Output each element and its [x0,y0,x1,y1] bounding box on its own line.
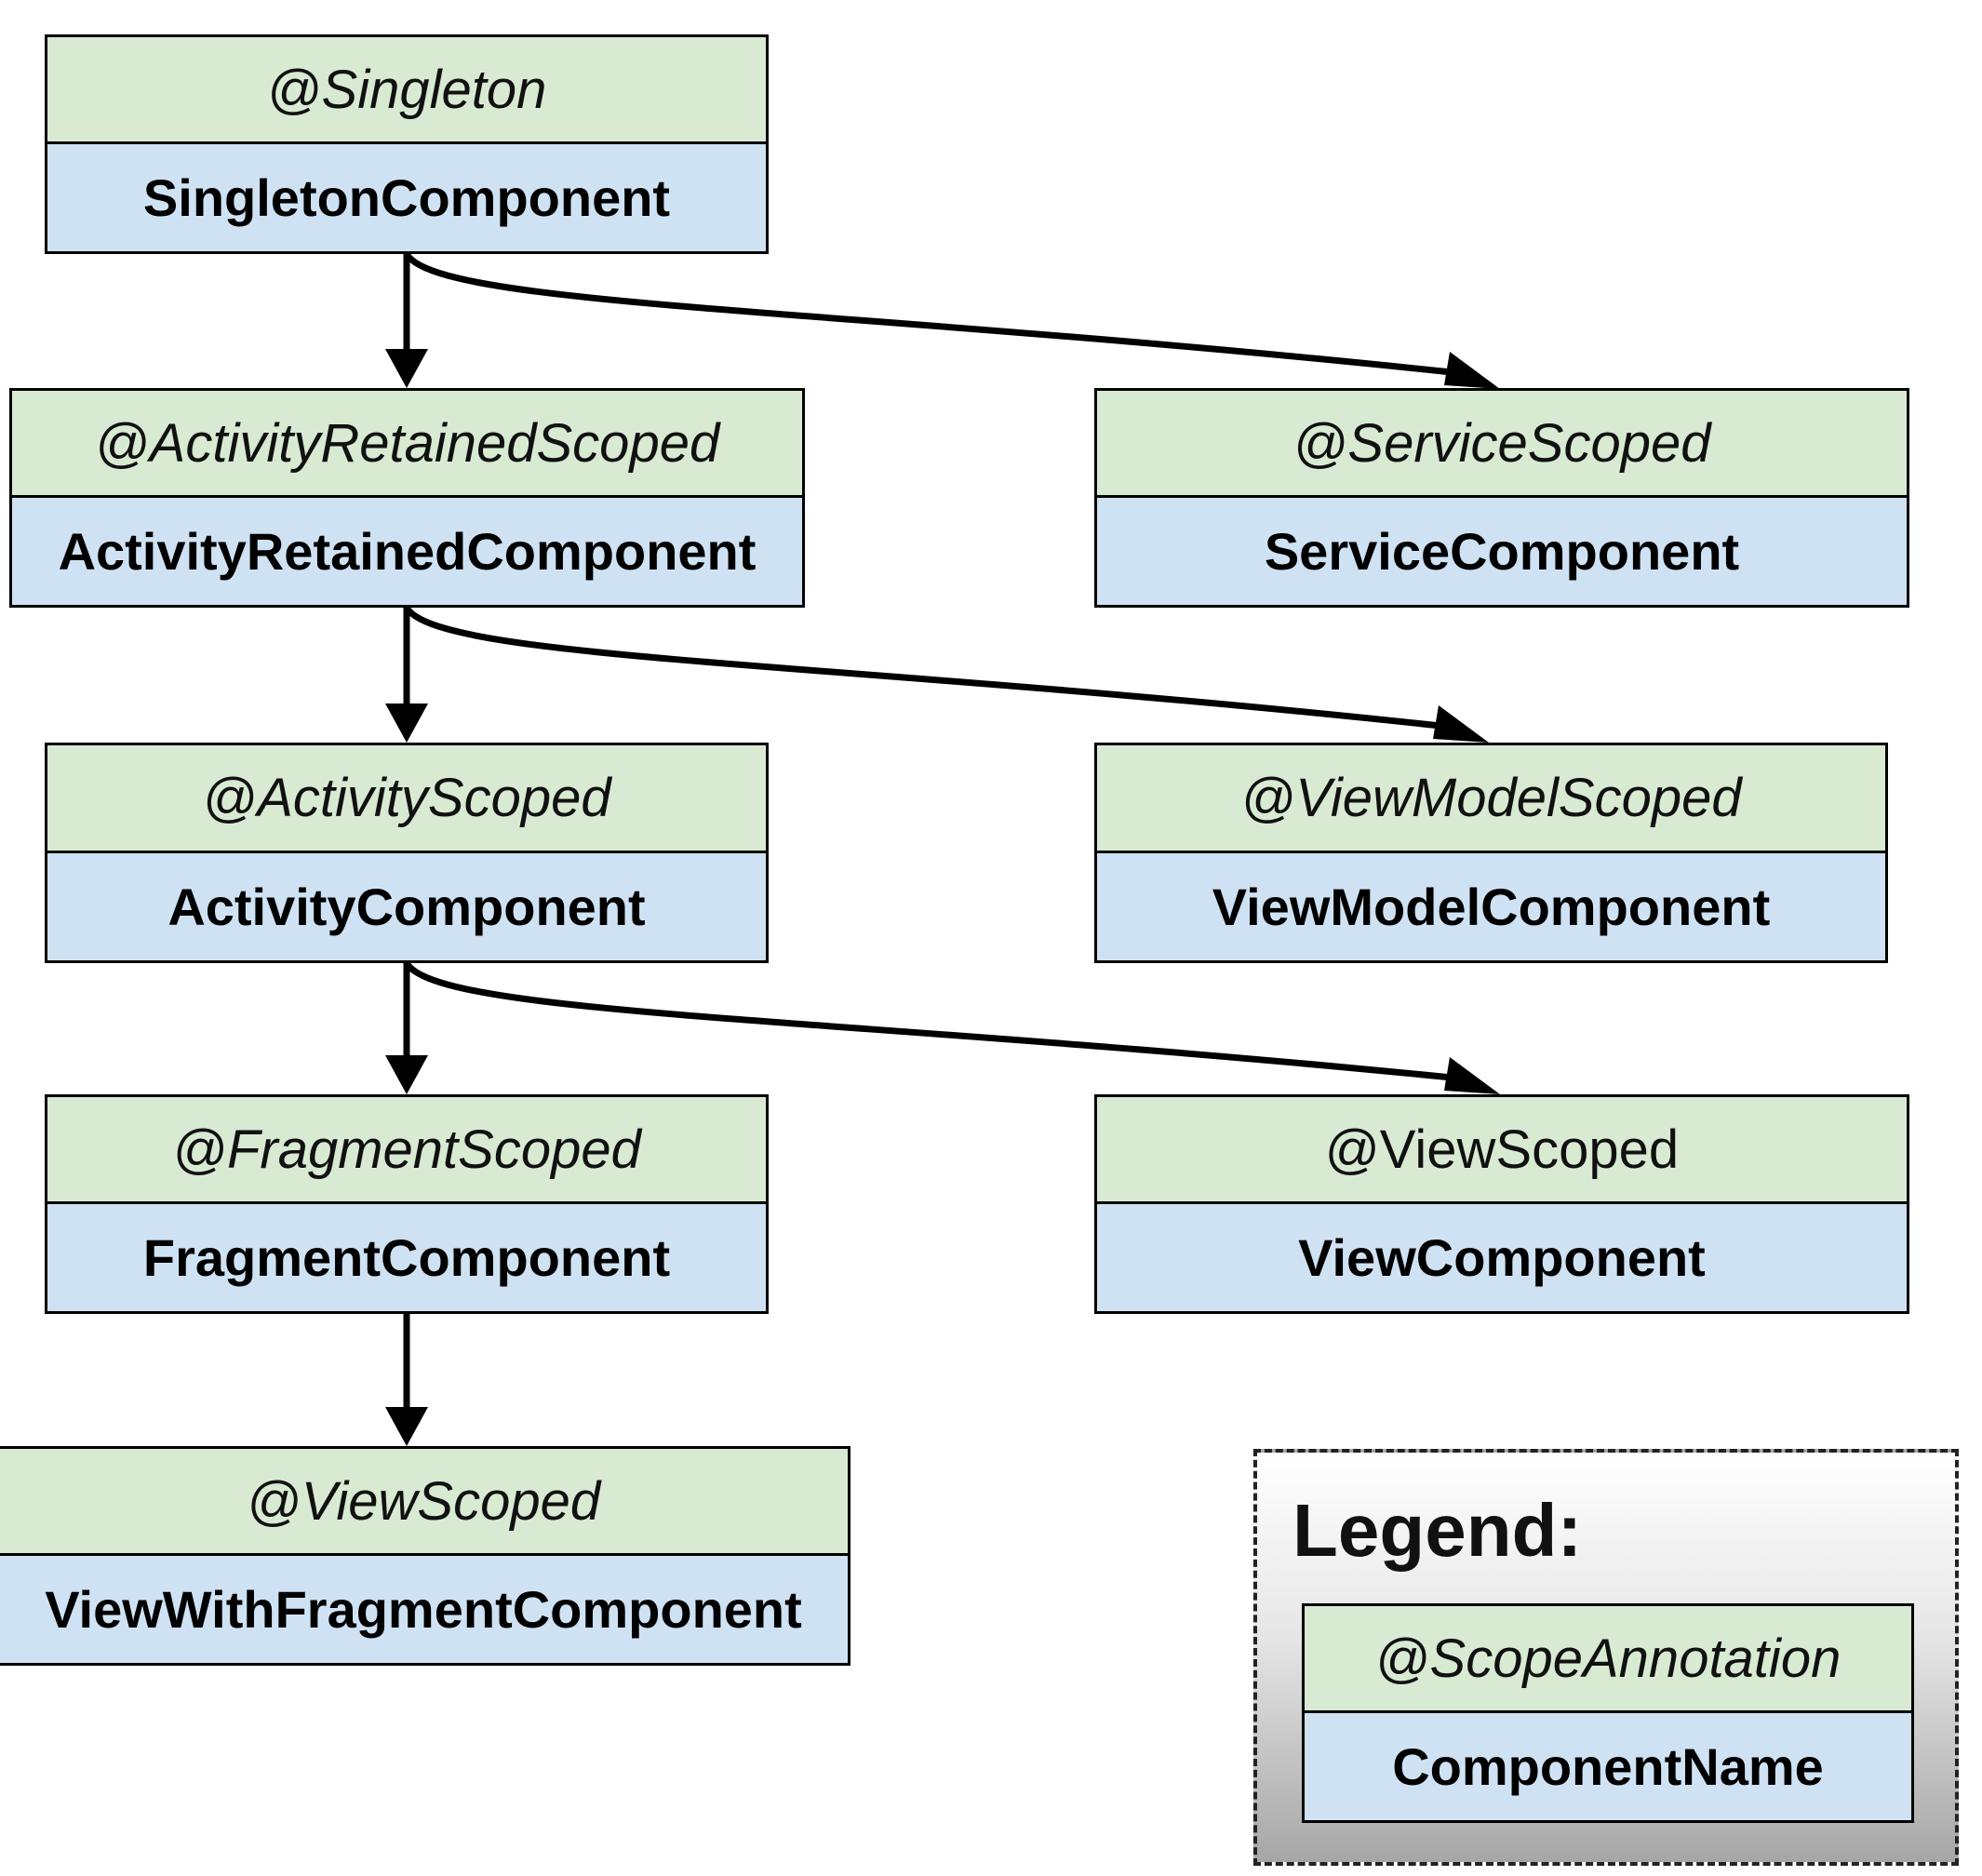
arrowhead-activity-to-fragment [385,1055,428,1094]
scope-annotation-label: @FragmentScoped [47,1097,766,1204]
legend-scope-annotation-label: @ScopeAnnotation [1305,1606,1911,1713]
arrowhead-singleton-to-service [1444,352,1500,389]
scope-annotation-label: @ViewScoped [1097,1097,1907,1204]
scope-annotation-label: @Singleton [47,37,766,144]
node-fragment: @FragmentScoped FragmentComponent [45,1094,769,1314]
node-activity: @ActivityScoped ActivityComponent [45,743,769,963]
edge-activity-retained-to-view-model [403,605,1441,730]
legend-title: Legend: [1292,1489,1583,1572]
component-name-label: ViewModelComponent [1097,852,1885,960]
edge-singleton-to-service [403,251,1453,376]
node-view: @ViewScoped ViewComponent [1094,1094,1909,1314]
component-name-label: ViewComponent [1097,1204,1907,1311]
arrowhead-singleton-to-activity-retained [385,349,428,388]
edge-activity-to-view [403,960,1453,1081]
legend: Legend: @ScopeAnnotation ComponentName [1253,1449,1959,1866]
component-name-label: ActivityRetainedComponent [12,498,802,605]
component-name-label: FragmentComponent [47,1204,766,1311]
scope-annotation-label: @ActivityRetainedScoped [12,391,802,498]
node-view-with-fragment: @ViewScoped ViewWithFragmentComponent [0,1446,850,1666]
arrowhead-activity-to-view [1444,1057,1500,1094]
node-singleton: @Singleton SingletonComponent [45,34,769,254]
node-activity-retained: @ActivityRetainedScoped ActivityRetained… [9,388,805,608]
arrowhead-fragment-to-view-with-fragment [385,1407,428,1446]
scope-annotation-label: @ViewModelScoped [1097,745,1885,853]
node-view-model: @ViewModelScoped ViewModelComponent [1094,743,1888,963]
component-name-label: ActivityComponent [47,852,766,960]
scope-annotation-label: @ActivityScoped [47,745,766,853]
node-service: @ServiceScoped ServiceComponent [1094,388,1909,608]
legend-component-name-label: ComponentName [1305,1713,1911,1820]
component-name-label: SingletonComponent [47,144,766,251]
scope-annotation-label: @ViewScoped [0,1449,848,1556]
arrowhead-activity-retained-to-view-model [1433,705,1489,743]
arrowhead-activity-retained-to-activity [385,704,428,743]
component-name-label: ViewWithFragmentComponent [0,1556,848,1663]
component-name-label: ServiceComponent [1097,498,1907,605]
legend-node: @ScopeAnnotation ComponentName [1302,1603,1914,1823]
scope-annotation-label: @ServiceScoped [1097,391,1907,498]
